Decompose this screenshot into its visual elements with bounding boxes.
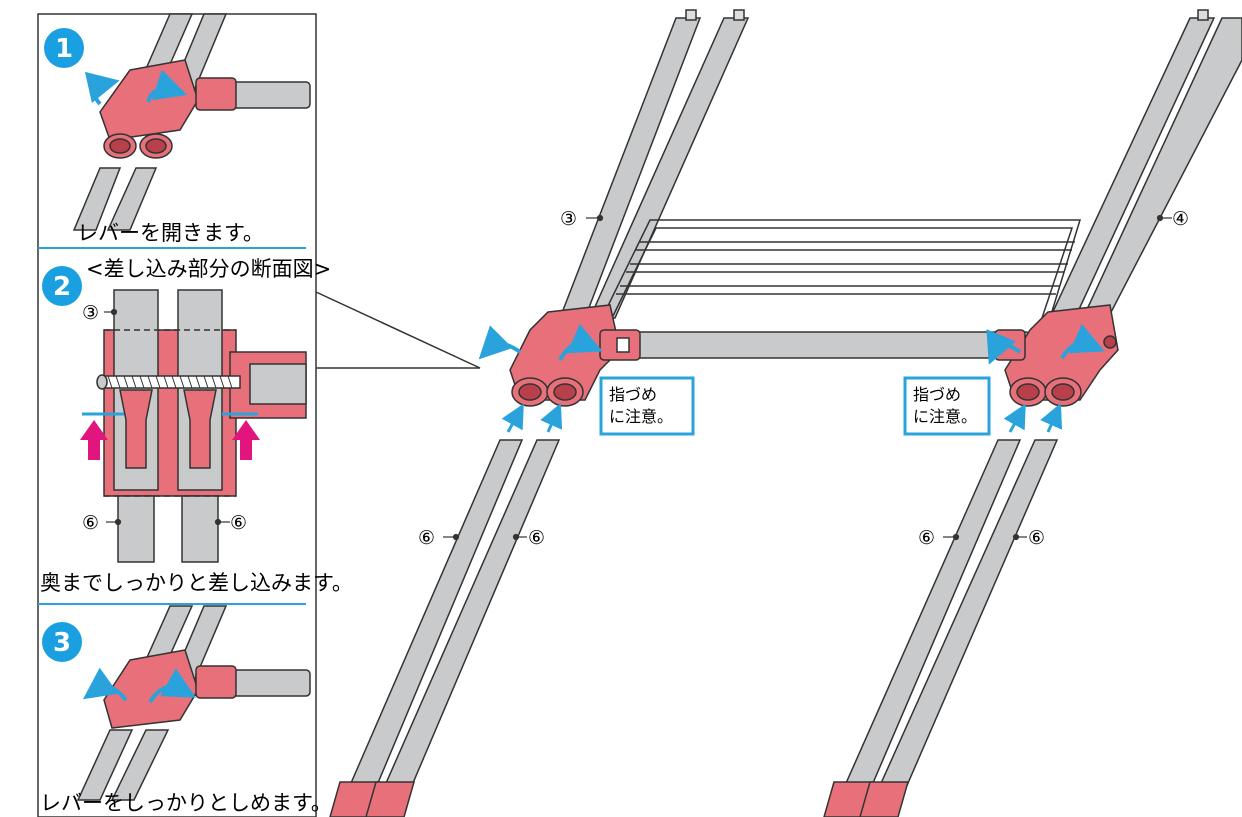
section-label-6-right: ⑥ xyxy=(230,512,247,534)
pole-right-lower xyxy=(823,439,1059,817)
main-illustration: ③ ④ ⑥ ⑥ ⑥ ⑥ 指づめ に注意。 指づめ に注意。 xyxy=(329,9,1242,817)
pole-right-upper xyxy=(1048,9,1242,319)
insert-arrows-main xyxy=(501,403,1063,433)
label-pole-4: ④ xyxy=(1172,208,1189,230)
caution-box-right: 指づめ に注意。 xyxy=(903,376,991,436)
step-2-badge xyxy=(42,266,82,306)
rotate-arrows-main xyxy=(478,323,1105,365)
caution-left-line1: 指づめ xyxy=(609,385,657,404)
step-3: 3 レバーをしっかりとしめます。 xyxy=(40,605,332,815)
pole-left-upper xyxy=(558,9,750,319)
label-pole-3: ③ xyxy=(560,208,577,230)
label-pole-6-a: ⑥ xyxy=(418,527,435,549)
step-1: 1 レバーを開きます。 xyxy=(38,13,311,249)
cross-section-view xyxy=(96,289,307,563)
step-2-heading: <差し込み部分の断面図> xyxy=(86,257,331,281)
step-1-rotate-arrows xyxy=(84,69,188,106)
crossbar xyxy=(609,331,1031,359)
step-1-badge xyxy=(44,28,84,68)
step-3-rotate-arrows xyxy=(82,667,196,704)
step-2-caption: 奥までしっかりと差し込みます。 xyxy=(40,571,353,595)
step-3-caption: レバーをしっかりとしめます。 xyxy=(40,791,332,815)
caution-right-line1: 指づめ xyxy=(913,385,961,404)
label-pole-6-d: ⑥ xyxy=(1028,527,1045,549)
step-2-number: 2 xyxy=(53,272,71,302)
pole-left-lower xyxy=(329,439,561,817)
label-pole-6-b: ⑥ xyxy=(528,527,545,549)
instruction-panel: 1 レバーを開きます。 2 xyxy=(37,13,353,817)
step-1-caption: レバーを開きます。 xyxy=(77,221,264,245)
step-3-illustration xyxy=(76,605,311,801)
joint-right xyxy=(994,304,1119,407)
callout-wedge xyxy=(315,291,481,369)
step-2: 2 <差し込み部分の断面図> xyxy=(38,257,353,605)
section-label-6-left: ⑥ xyxy=(82,512,99,534)
section-label-3: ③ xyxy=(82,302,99,324)
caution-right-line2: に注意。 xyxy=(913,407,977,426)
label-pole-6-c: ⑥ xyxy=(918,527,935,549)
step-3-number: 3 xyxy=(53,628,71,658)
caution-box-left: 指づめ に注意。 xyxy=(599,376,695,436)
caution-left-line2: に注意。 xyxy=(609,407,673,426)
label-leaders xyxy=(443,214,1172,541)
step-3-badge xyxy=(42,622,82,662)
push-arrows xyxy=(80,420,260,460)
shelf-frame xyxy=(601,219,1082,319)
step-1-number: 1 xyxy=(55,34,73,64)
